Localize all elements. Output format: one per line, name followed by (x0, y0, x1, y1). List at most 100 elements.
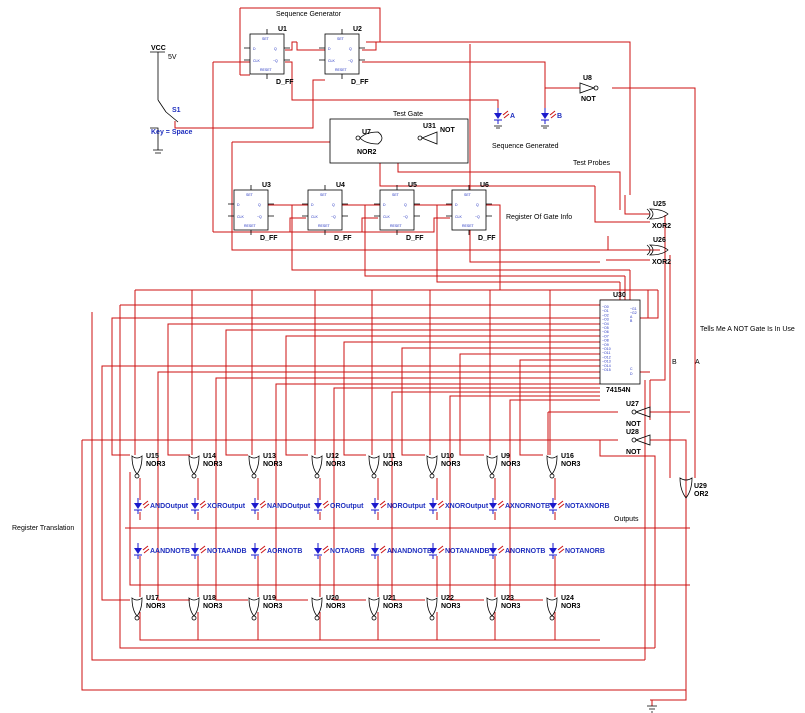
led-leads (191, 543, 199, 559)
flipflop-type: D_FF (260, 235, 278, 242)
flipflop-pin-reset: RESET (244, 224, 257, 228)
led-diode-icon (541, 113, 549, 119)
xor-gate-type: XOR2 (652, 259, 671, 266)
not-gate-bubble (631, 409, 637, 415)
vcc-label: VCC (151, 45, 166, 52)
nor3-bubble (549, 615, 555, 621)
label-register-gate-info: Register Of Gate Info (506, 214, 572, 221)
label-sequence-generator: Sequence Generator (276, 11, 342, 18)
label-test-probes: Test Probes (573, 160, 610, 167)
not-gate-type: NOT (626, 421, 642, 428)
flipflop-pin-reset: RESET (390, 224, 403, 228)
decoder-output-pin: ~O13 (602, 360, 611, 364)
flipflop-pin-set: SET (262, 37, 270, 41)
led-label: OROutput (330, 503, 364, 510)
led-label: NOTANANDB (445, 548, 490, 555)
flipflop-pin-reset: RESET (318, 224, 331, 228)
nor3-symbol (426, 597, 438, 617)
nor3-type: NOR3 (501, 603, 521, 610)
switch-s1[interactable]: S1 Key = Space (150, 107, 193, 154)
led-leads (371, 498, 379, 514)
flipflop-pin-qbar: ~Q (331, 215, 336, 219)
led-diode-icon (429, 503, 437, 509)
not-gate-symbol (634, 434, 651, 446)
led-notaxnorb: NOTAXNORB (549, 498, 610, 514)
label-wire-a: A (695, 359, 700, 366)
decoder-output-pin: ~O8 (602, 339, 609, 343)
flipflop-type: D_FF (478, 235, 496, 242)
led-nandoutput: NANDOutput (251, 498, 311, 514)
decoder-u30: U30 ~O0~O1~O2~O3~O4~O5~O6~O7~O8~O9~O10~O… (599, 292, 641, 394)
wire-network (81, 7, 696, 706)
led-label: NANDOutput (267, 503, 311, 510)
nor3-bubble (134, 615, 140, 621)
not-gate-type: NOT (626, 449, 642, 456)
ground-icon (541, 125, 549, 129)
led-notanorb: NOTANORB (549, 543, 605, 559)
led-diode-icon (251, 548, 259, 554)
led-notanandb: NOTANANDB (429, 543, 490, 559)
led-light-arrows-icon (199, 500, 207, 509)
flipflop-pin-q: Q (258, 203, 261, 207)
led-leads (134, 543, 142, 559)
led-leads (541, 108, 549, 124)
flipflop-pin-d: D (311, 203, 314, 207)
led-diode-icon (549, 548, 557, 554)
nor3-type: NOR3 (203, 461, 223, 468)
led-light-arrows-icon (557, 500, 565, 509)
led-diode-icon (494, 113, 502, 119)
flipflop-pin-reset: RESET (462, 224, 475, 228)
led-label: B (557, 113, 562, 120)
flipflop-pin-d: D (455, 203, 458, 207)
nor3-bubble (251, 473, 257, 479)
flipflop-pin-qbar: ~Q (257, 215, 262, 219)
nor3-symbol (546, 455, 558, 475)
flipflop-pin-d: D (253, 47, 256, 51)
flipflop-pin-clk: CLK (253, 59, 260, 63)
or-gate-u29-type: OR2 (694, 491, 709, 498)
decoder-input-pin: ~G2 (630, 311, 637, 315)
nor3-ref: U13 (263, 453, 276, 460)
decoder-output-pin: ~O6 (602, 330, 609, 334)
flipflop-pin-set: SET (320, 193, 328, 197)
nor3-bubble (314, 473, 320, 479)
led-diode-icon (191, 548, 199, 554)
decoder-input-pin: C (630, 367, 633, 371)
not-gate-u31-ref: U31 (423, 123, 436, 130)
led-label: AORNOTB (267, 548, 302, 555)
nor3-type: NOR3 (383, 603, 403, 610)
led-leads (429, 543, 437, 559)
led-light-arrows-icon (322, 545, 330, 554)
decoder-output-pin: ~O15 (602, 368, 611, 372)
flipflop-pin-qbar: ~Q (348, 59, 353, 63)
nor3-ref: U20 (326, 595, 339, 602)
decoder-output-pin: ~O3 (602, 318, 609, 322)
nor3-symbol (486, 597, 498, 617)
nor3-ref: U9 (501, 453, 510, 460)
led-light-arrows-icon (379, 500, 387, 509)
nor3-bubble (429, 473, 435, 479)
flipflop-pin-q: Q (332, 203, 335, 207)
flipflop-body (249, 33, 285, 75)
nor3-type: NOR3 (146, 603, 166, 610)
nor3-ref: U23 (501, 595, 514, 602)
nor3-bubble (314, 615, 320, 621)
led-light-arrows-icon (437, 500, 445, 509)
nor3-symbol (248, 597, 260, 617)
nor3-symbol (368, 455, 380, 475)
nor3-ref: U12 (326, 453, 339, 460)
flipflop-pin-q: Q (274, 47, 277, 51)
led-leads (429, 498, 437, 514)
